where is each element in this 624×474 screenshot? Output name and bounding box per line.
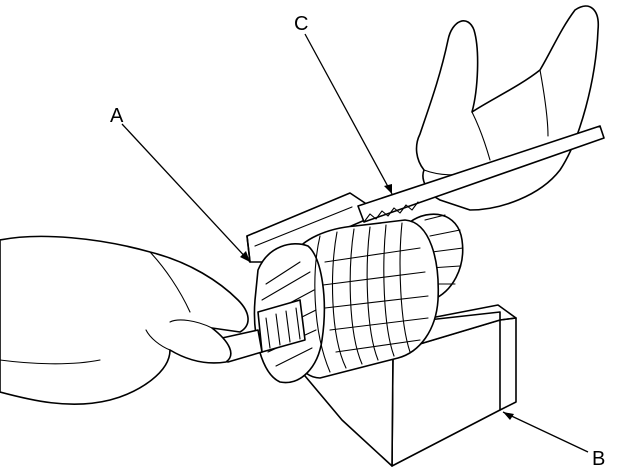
armature [217,213,464,384]
arrowhead-b [503,412,514,420]
hacksaw-blade [357,125,605,223]
leader-lines [121,33,589,453]
callout-label-c: C [294,13,308,35]
right-hand [415,5,600,211]
left-hand [0,235,249,405]
leader-c [304,33,393,195]
callout-label-a: A [110,105,124,127]
callout-label-b: B [592,448,605,470]
leader-b [502,411,589,453]
arrowhead-c [384,184,392,194]
arrowhead-a [240,251,250,262]
leader-a [121,123,251,263]
